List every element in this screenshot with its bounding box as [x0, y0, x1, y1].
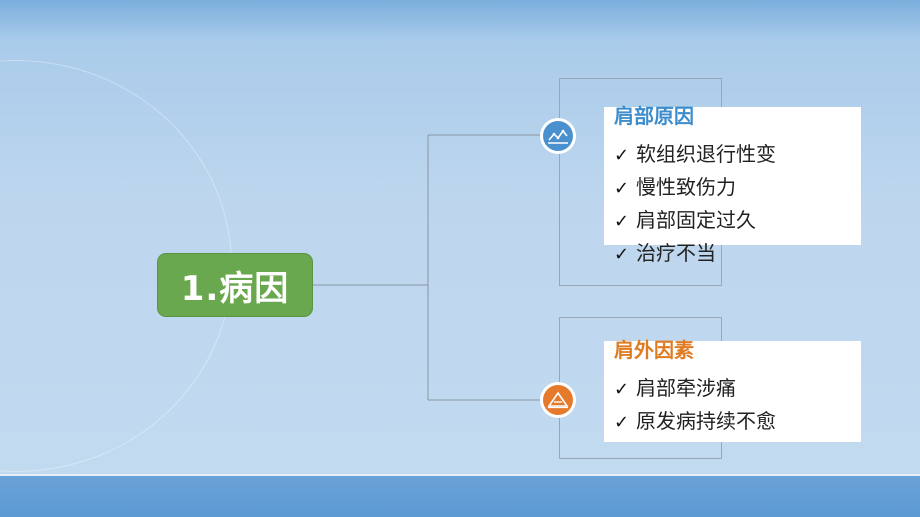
check-icon: ✓	[614, 379, 630, 400]
list-item: ✓软组织退行性变	[614, 142, 776, 166]
branch-panel-1: 肩部原因 ✓软组织退行性变 ✓慢性致伤力 ✓肩部固定过久	[604, 104, 861, 245]
root-node[interactable]: 1.病因	[158, 254, 312, 316]
check-icon: ✓	[614, 178, 630, 199]
branch-title: 肩外因素	[614, 338, 694, 362]
check-icon: ✓	[614, 211, 630, 232]
list-item: ✓慢性致伤力	[614, 175, 736, 199]
check-icon: ✓	[614, 412, 630, 433]
line-chart-icon	[543, 121, 573, 151]
branch-panel-2: 肩外因素 ✓肩部牵涉痛 ✓原发病持续不愈	[604, 338, 861, 442]
bottom-band-divider	[0, 474, 920, 476]
list-item: ✓治疗不当	[614, 241, 716, 265]
root-label: 1.病因	[180, 268, 290, 309]
list-item: ✓肩部牵涉痛	[614, 376, 736, 400]
check-icon: ✓	[614, 145, 630, 166]
branch-title: 肩部原因	[614, 104, 694, 128]
check-icon: ✓	[614, 244, 630, 265]
list-item: ✓原发病持续不愈	[614, 409, 776, 433]
list-item: ✓肩部固定过久	[614, 208, 756, 232]
triangle-warning-icon	[543, 385, 573, 415]
bottom-band	[0, 476, 920, 517]
